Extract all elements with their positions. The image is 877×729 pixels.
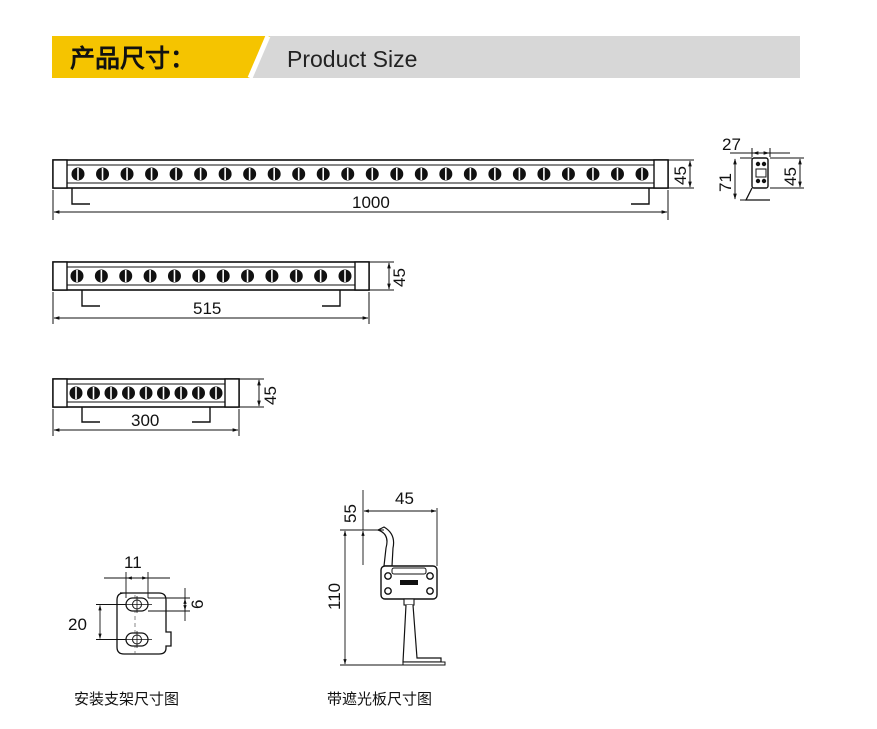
side-view-height-label: 45	[781, 167, 800, 186]
bar-515-height-label: 45	[390, 268, 409, 287]
led-row	[70, 269, 352, 283]
bracket-hole-bottom	[122, 631, 152, 648]
bracket-hole-label: 6	[188, 600, 207, 609]
bracket-caption: 安装支架尺寸图	[74, 690, 179, 708]
bar-300-length-label: 300	[131, 411, 159, 430]
bracket-drawing: 11 6 20 安装支架尺寸图	[68, 553, 207, 708]
bar-1000-height-label: 45	[671, 166, 690, 185]
bar-515-length-label: 515	[193, 299, 221, 318]
section-header: 产品尺寸： Product Size	[52, 35, 800, 79]
side-view-total-label: 71	[716, 173, 735, 192]
header-gray-bar	[238, 36, 800, 78]
led-row	[71, 167, 649, 181]
shade-width-label: 45	[395, 489, 414, 508]
shade-caption: 带遮光板尺寸图	[327, 690, 432, 708]
header-accent-bar	[52, 36, 270, 78]
shade-top-label: 55	[341, 504, 360, 523]
shade-drawing: 45 55 110 带遮光板尺寸图	[325, 489, 446, 708]
bracket-width-label: 11	[124, 553, 142, 572]
header-title-en: Product Size	[287, 46, 417, 72]
bar-300-drawing: 300 45	[52, 378, 280, 436]
bar-300-height-label: 45	[261, 386, 280, 405]
header-title-cn: 产品尺寸：	[70, 44, 195, 73]
bar-1000-length-label: 1000	[352, 193, 390, 212]
shade-height-label: 110	[325, 583, 344, 610]
bar-1000-drawing: 1000 45	[52, 159, 694, 220]
bar-515-drawing: 515 45	[52, 261, 409, 324]
side-view-width-label: 27	[722, 135, 741, 154]
bracket-hole-top	[122, 596, 152, 613]
side-view-drawing: 71 27 45	[716, 135, 804, 201]
led-row	[69, 386, 223, 400]
bracket-height-label: 20	[68, 615, 87, 634]
